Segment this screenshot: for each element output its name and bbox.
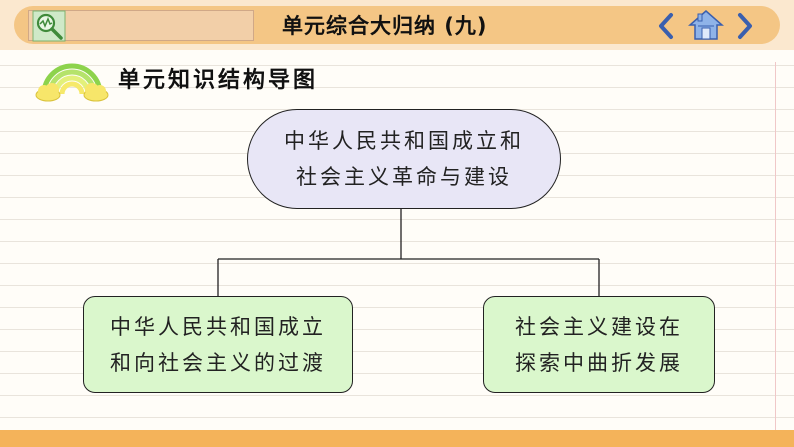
root-node-line-1: 中华人民共和国成立和: [284, 129, 524, 153]
diagram-child-node-left: 中华人民共和国成立 和向社会主义的过渡: [83, 296, 353, 393]
right-node-line-1: 社会主义建设在: [515, 315, 683, 339]
right-node-line-2: 探索中曲折发展: [515, 351, 683, 375]
root-node-line-2: 社会主义革命与建设: [296, 165, 512, 189]
diagram-root-node: 中华人民共和国成立和 社会主义革命与建设: [247, 109, 561, 209]
left-node-line-1: 中华人民共和国成立: [110, 315, 326, 339]
search-icon[interactable]: [32, 10, 66, 42]
search-box[interactable]: [28, 10, 254, 41]
margin-line: [775, 62, 776, 430]
rainbow-icon: [35, 63, 109, 102]
section-heading: 单元知识结构导图: [118, 68, 319, 93]
bottom-band: [0, 430, 794, 447]
home-icon[interactable]: [688, 8, 724, 42]
diagram-child-node-right: 社会主义建设在 探索中曲折发展: [483, 296, 715, 393]
page-title: 单元综合大归纳 (九): [282, 14, 488, 38]
chevron-right-icon[interactable]: [734, 11, 756, 41]
chevron-left-icon[interactable]: [655, 11, 677, 41]
left-node-line-2: 和向社会主义的过渡: [110, 351, 326, 375]
